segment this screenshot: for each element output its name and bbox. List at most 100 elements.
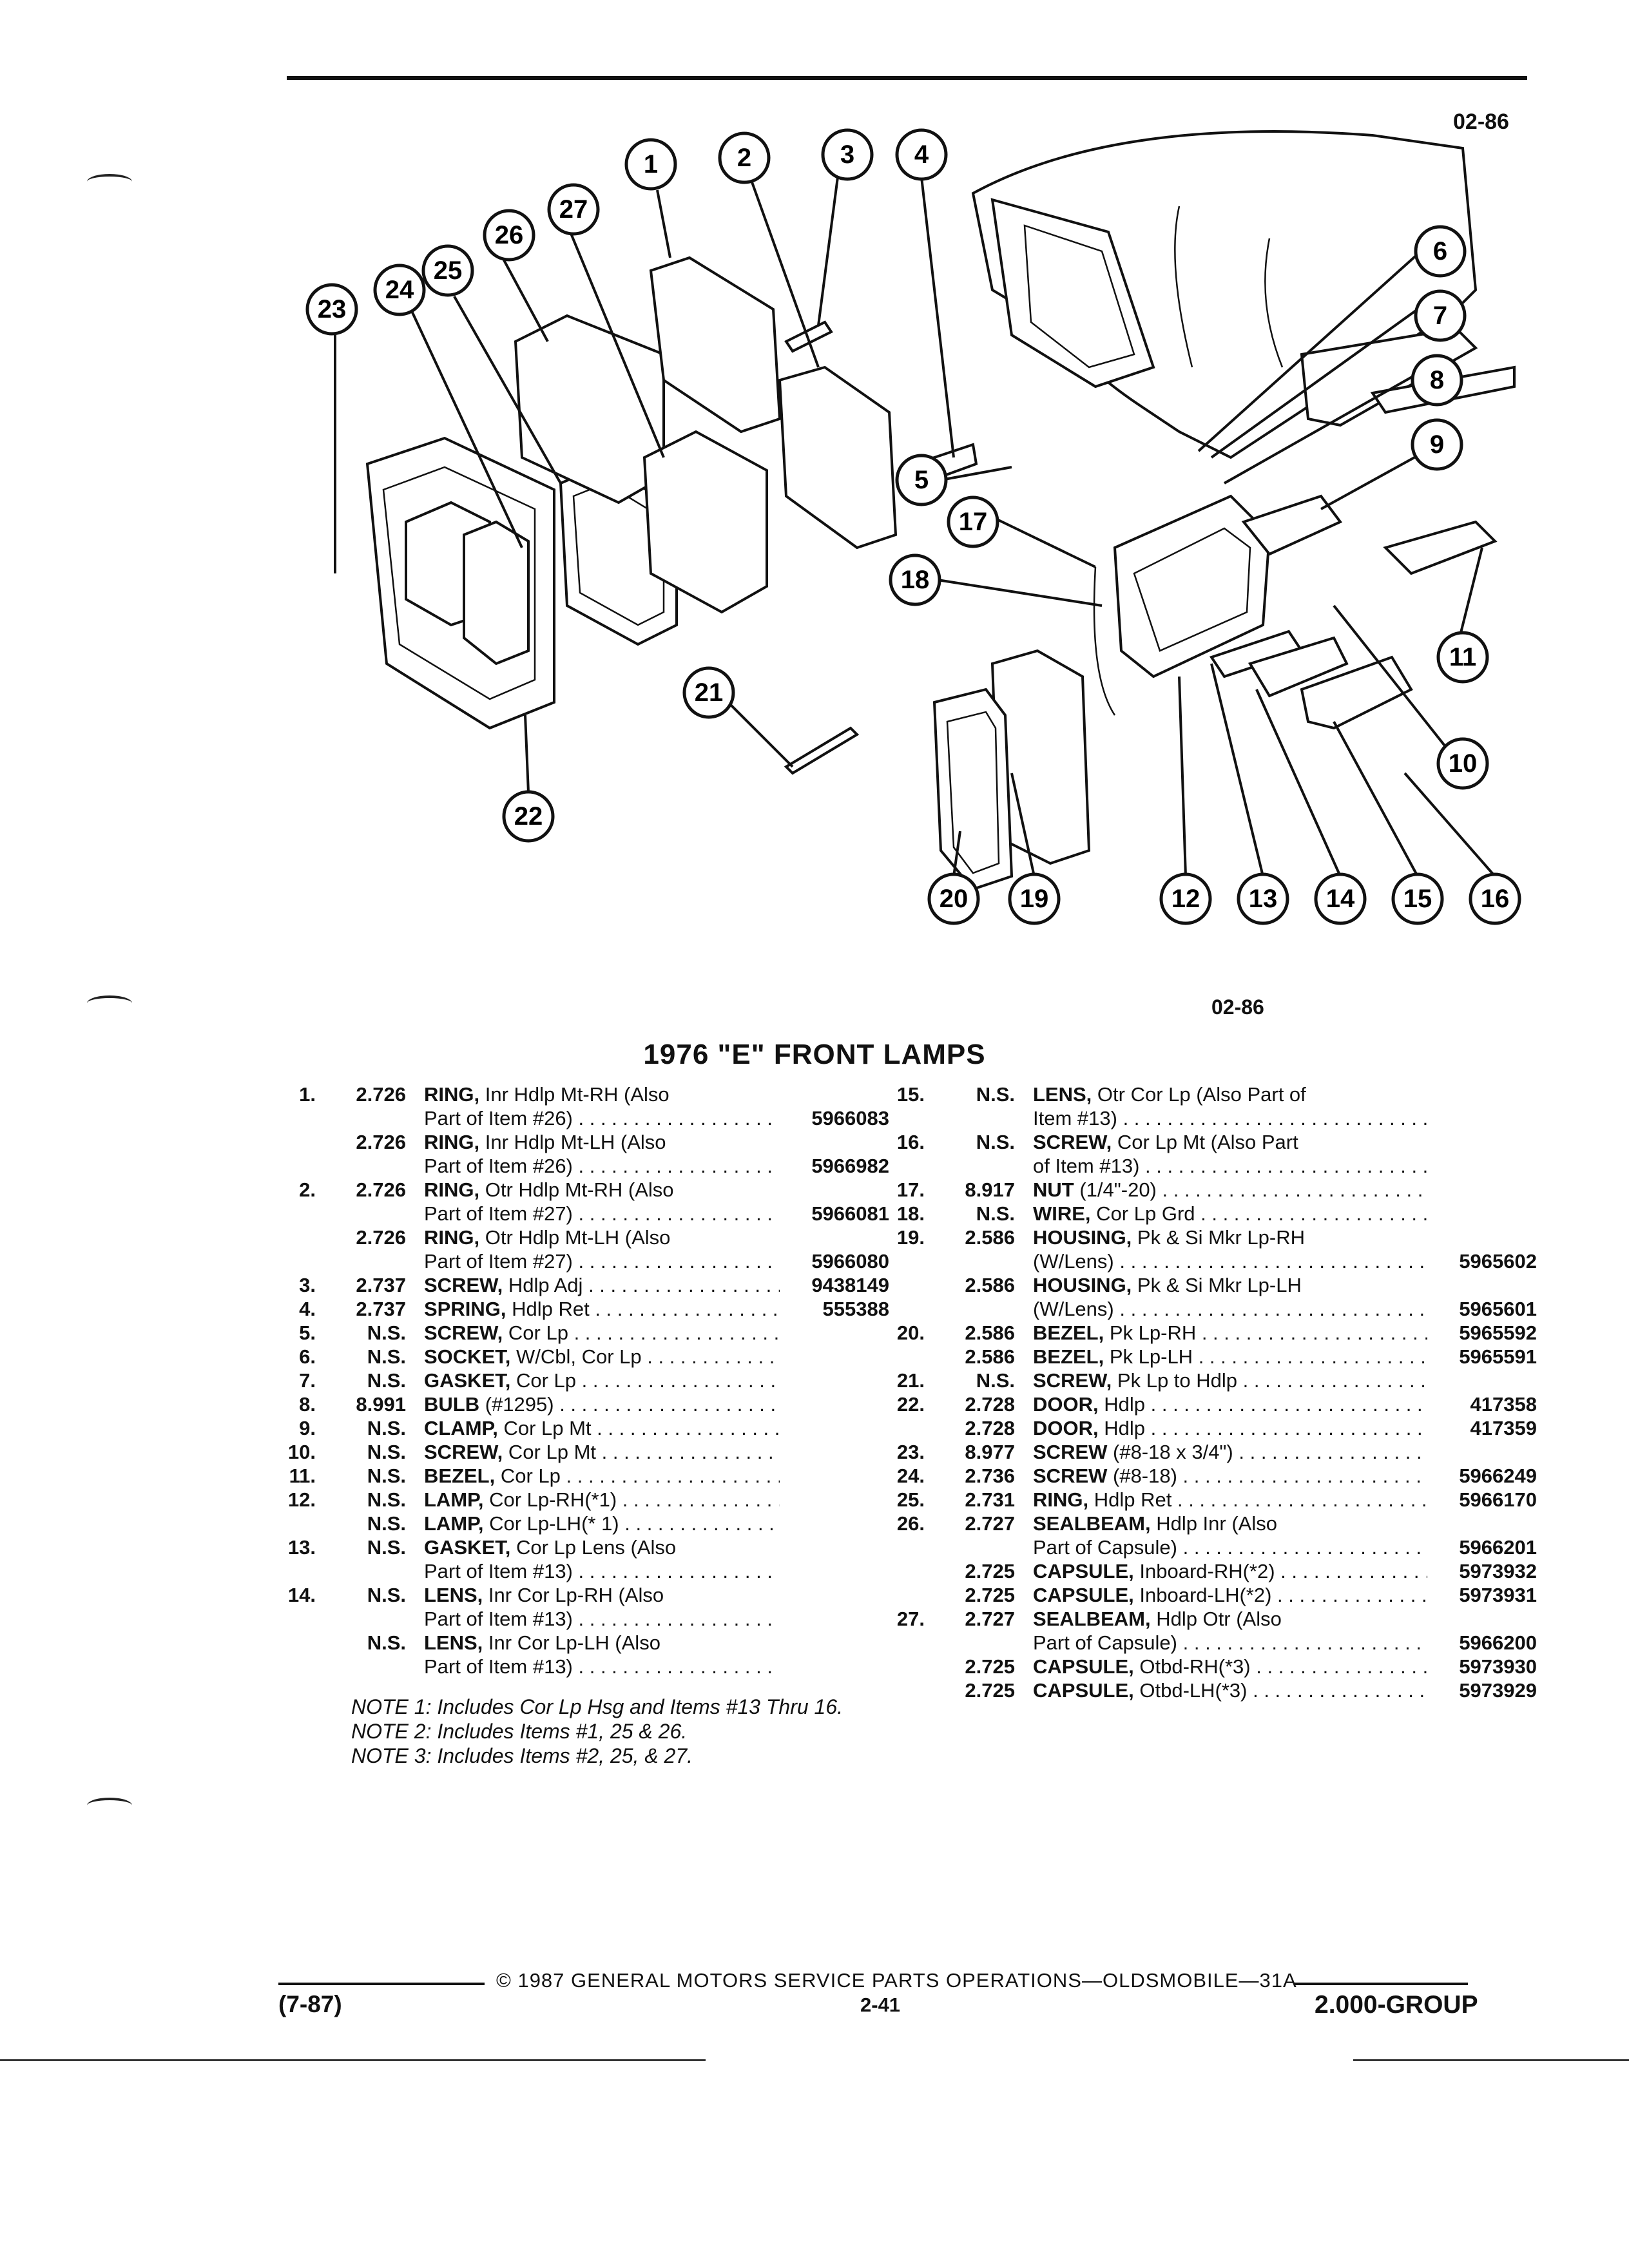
item-description: LENS, Inr Cor Lp-RH (Also (424, 1583, 780, 1607)
parts-row: 13.N.S.GASKET, Cor Lp Lens (Also (258, 1535, 889, 1559)
item-description: Part of Item #27) (424, 1202, 780, 1225)
item-description: BEZEL, Pk Lp-RH (1033, 1321, 1427, 1345)
part-number: 5965592 (1459, 1321, 1537, 1344)
item-detail: (W/Lens) (1033, 1298, 1114, 1320)
callout-10: 10 (1436, 737, 1489, 790)
item-detail: Otbd-LH(*3) (1133, 1679, 1248, 1702)
parts-row: Part of Item #26)5966982 (258, 1154, 889, 1178)
group-number: 2.726 (356, 1178, 406, 1201)
item-number (867, 1106, 925, 1130)
item-number: 24. (896, 1465, 925, 1487)
item-name: CLAMP, (424, 1417, 498, 1439)
item-detail: Part of Item #13) (424, 1608, 573, 1630)
item-number (258, 1154, 316, 1178)
group-number (316, 1249, 424, 1273)
svg-text:9: 9 (1430, 430, 1444, 459)
group-number: 2.727 (965, 1608, 1015, 1630)
item-detail: Pk Lp to Hdlp (1112, 1369, 1238, 1392)
item-number (258, 1655, 316, 1678)
top-rule (287, 76, 1527, 80)
svg-text:21: 21 (695, 678, 724, 707)
note-1: NOTE 1: Includes Cor Lp Hsg and Items #1… (351, 1695, 843, 1718)
group-number: N.S. (367, 1465, 406, 1487)
item-detail: Cor Lp Mt (503, 1441, 597, 1463)
item-description: Part of Item #27) (424, 1249, 780, 1273)
svg-text:11: 11 (1449, 643, 1476, 671)
part-number: 5966083 (811, 1107, 889, 1129)
item-detail: Pk & Si Mkr Lp-RH (1132, 1226, 1306, 1249)
callout-9: 9 (1411, 418, 1463, 471)
svg-text:2: 2 (737, 144, 751, 172)
group-number: 2.726 (356, 1131, 406, 1153)
item-name: HOUSING, (1033, 1274, 1132, 1296)
item-detail: Cor Lp-RH(*1) (483, 1488, 617, 1511)
item-number (867, 1154, 925, 1178)
part-number (1427, 1369, 1537, 1392)
parts-row: Part of Item #27)5966081 (258, 1202, 889, 1225)
item-detail: (#8-18 x 3/4") (1107, 1441, 1233, 1463)
item-detail: Hdlp (1098, 1393, 1145, 1416)
parts-row: 6.N.S.SOCKET, W/Cbl, Cor Lp (258, 1345, 889, 1369)
group-number: N.S. (976, 1202, 1015, 1225)
item-number: 25. (896, 1488, 925, 1511)
footer-date: (7-87) (278, 1991, 342, 2017)
parts-row: 9.N.S.CLAMP, Cor Lp Mt (258, 1416, 889, 1440)
item-detail: Hdlp Ret (506, 1298, 590, 1320)
parts-row: Part of Item #13) (258, 1559, 889, 1583)
svg-text:6: 6 (1433, 237, 1447, 265)
group-number: N.S. (367, 1345, 406, 1368)
item-description: SEALBEAM, Hdlp Inr (Also (1033, 1512, 1427, 1535)
group-number: N.S. (367, 1631, 406, 1654)
item-number (867, 1583, 925, 1607)
svg-text:12: 12 (1171, 885, 1200, 913)
parts-row: Part of Item #13) (258, 1607, 889, 1631)
item-description: WIRE, Cor Lp Grd (1033, 1202, 1427, 1225)
item-description: BEZEL, Pk Lp-LH (1033, 1345, 1427, 1369)
item-name: BULB (424, 1393, 480, 1416)
group-number (925, 1106, 1033, 1130)
item-name: CAPSULE, (1033, 1679, 1134, 1702)
inner-mount-ring-drawing (649, 256, 782, 434)
item-description: DOOR, Hdlp (1033, 1392, 1427, 1416)
item-number: 16. (896, 1131, 925, 1153)
item-number: 7. (299, 1369, 316, 1392)
item-description: CAPSULE, Inboard-LH(*2) (1033, 1583, 1427, 1607)
item-name: DOOR, (1033, 1417, 1099, 1439)
parts-row: Part of Item #27) 5966080 (258, 1249, 889, 1273)
callout-7: 7 (1414, 289, 1467, 342)
item-number: 13. (287, 1536, 316, 1559)
item-number: 10. (287, 1441, 316, 1463)
item-name: SPRING, (424, 1298, 506, 1320)
item-detail: Otbd-RH(*3) (1133, 1655, 1251, 1678)
binder-mark-bottom (87, 1798, 132, 1813)
part-number: 5966080 (811, 1250, 889, 1273)
part-number (1427, 1106, 1537, 1130)
group-number: N.S. (976, 1369, 1015, 1392)
part-number: 5973929 (1459, 1679, 1537, 1702)
item-detail: Cor Lp Grd (1090, 1202, 1195, 1225)
item-name: RING, (424, 1226, 480, 1249)
svg-text:8: 8 (1430, 366, 1444, 394)
parts-row: 5.N.S.SCREW, Cor Lp (258, 1321, 889, 1345)
item-name: HOUSING, (1033, 1226, 1132, 1249)
part-number (1427, 1512, 1537, 1535)
group-number: 8.977 (965, 1441, 1015, 1463)
part-number: 5966982 (811, 1155, 889, 1177)
item-number: 8. (299, 1393, 316, 1416)
leader-lines (334, 177, 1496, 878)
part-number (1427, 1154, 1537, 1178)
parts-row: 16.N.S.SCREW, Cor Lp Mt (Also Part (867, 1130, 1537, 1154)
item-number (258, 1225, 316, 1249)
callout-21: 21 (682, 666, 735, 719)
item-detail: Inr Cor Lp-RH (Also (483, 1584, 664, 1606)
item-number (258, 1512, 316, 1535)
item-number (258, 1559, 316, 1583)
item-name: SOCKET, (424, 1345, 511, 1368)
parts-row: of Item #13) (867, 1154, 1537, 1178)
item-description: SOCKET, W/Cbl, Cor Lp (424, 1345, 780, 1369)
group-number: 2.731 (965, 1488, 1015, 1511)
item-name: BEZEL, (1033, 1321, 1104, 1344)
